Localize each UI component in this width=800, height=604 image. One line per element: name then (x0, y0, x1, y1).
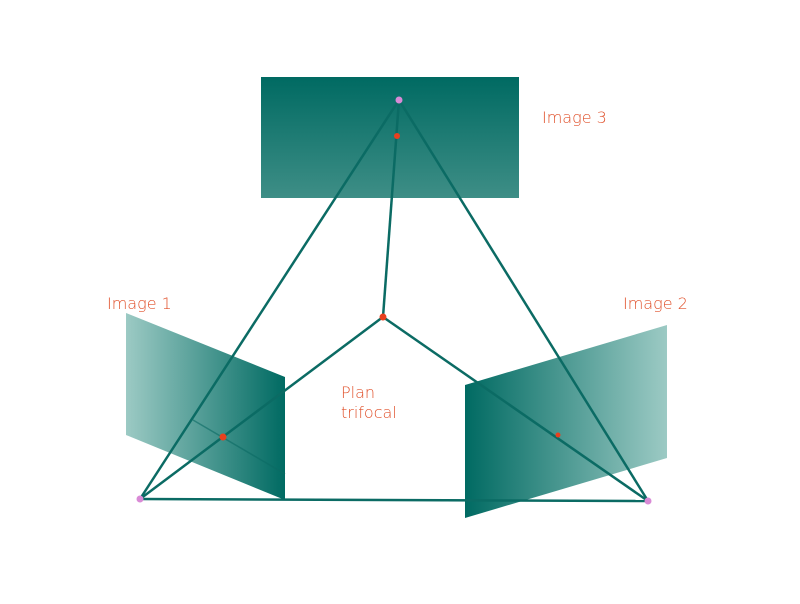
projection-image-2 (555, 432, 561, 438)
baseline-c1-c2 (139, 497, 649, 503)
image-3-label: Image 3 (542, 108, 607, 127)
trifocal-plane-label-line1: Plan (341, 383, 376, 402)
baseline-c2-c3 (397, 99, 650, 502)
image-plane-3 (261, 77, 519, 198)
ray-c1-point (139, 315, 384, 501)
projection-image-1 (219, 433, 227, 441)
camera-center-1 (136, 495, 144, 503)
camera-center-3 (395, 96, 403, 104)
projection-image-3 (394, 133, 400, 139)
world-point (379, 313, 387, 321)
image-2-label: Image 2 (623, 294, 688, 313)
image-plane-1 (126, 313, 285, 500)
baseline-c1-c3 (138, 99, 401, 500)
camera-center-2 (644, 497, 652, 505)
trifocal-plane-label-line2: trifocal (341, 403, 397, 422)
epipolar-line-1 (192, 419, 286, 475)
image-plane-2 (465, 325, 667, 518)
image-1-label: Image 1 (107, 294, 172, 313)
trifocal-plane-label: Plan trifocal (341, 383, 397, 423)
ray-c2-point (382, 315, 649, 503)
